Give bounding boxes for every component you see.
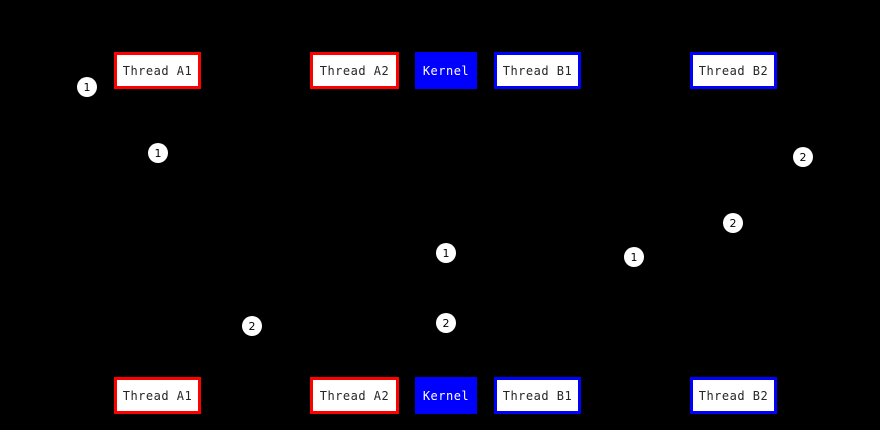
order-badge-1: 1 [624, 247, 644, 267]
order-badge-1: 1 [77, 77, 97, 97]
participant-label: Thread A1 [122, 388, 193, 403]
order-badge-1: 1 [436, 243, 456, 263]
lifeline-thread-b1 [538, 89, 539, 377]
participant-thread-a1-top[interactable]: Thread A1 [114, 52, 201, 89]
participant-thread-a1-bottom[interactable]: Thread A1 [114, 377, 201, 414]
participant-label: Thread B1 [502, 63, 573, 78]
lifeline-kernel [446, 89, 447, 377]
participant-label: Kernel [422, 388, 470, 403]
participant-label: Thread B2 [698, 63, 769, 78]
lifeline-stub-top-thread-b2 [733, 87, 735, 91]
participant-thread-b1-top[interactable]: Thread B1 [494, 52, 581, 89]
participant-label: Thread A1 [122, 63, 193, 78]
participant-thread-b2-bottom[interactable]: Thread B2 [690, 377, 777, 414]
lifeline-stub-top-thread-a1 [157, 87, 159, 91]
order-badge-2: 2 [436, 313, 456, 333]
participant-label: Thread A2 [319, 63, 390, 78]
participant-thread-a2-bottom[interactable]: Thread A2 [310, 377, 399, 414]
lifeline-thread-a1 [158, 89, 159, 377]
lifeline-stub-top-thread-a2 [354, 87, 356, 91]
lifeline-stub-top-thread-b1 [537, 87, 539, 91]
lifeline-stub-top-kernel [445, 87, 447, 91]
order-badge-2: 2 [242, 316, 262, 336]
order-badge-2: 2 [723, 213, 743, 233]
participant-thread-b2-top[interactable]: Thread B2 [690, 52, 777, 89]
participant-thread-a2-top[interactable]: Thread A2 [310, 52, 399, 89]
lifeline-thread-a2 [355, 89, 356, 377]
participant-label: Thread B2 [698, 388, 769, 403]
order-badge-2: 2 [793, 147, 813, 167]
participant-label: Kernel [422, 63, 470, 78]
participant-thread-b1-bottom[interactable]: Thread B1 [494, 377, 581, 414]
participant-kernel-bottom[interactable]: Kernel [415, 377, 477, 414]
order-badge-1: 1 [148, 143, 168, 163]
lifeline-thread-b2 [734, 89, 735, 377]
participant-kernel-top[interactable]: Kernel [415, 52, 477, 89]
participant-label: Thread A2 [319, 388, 390, 403]
participant-label: Thread B1 [502, 388, 573, 403]
